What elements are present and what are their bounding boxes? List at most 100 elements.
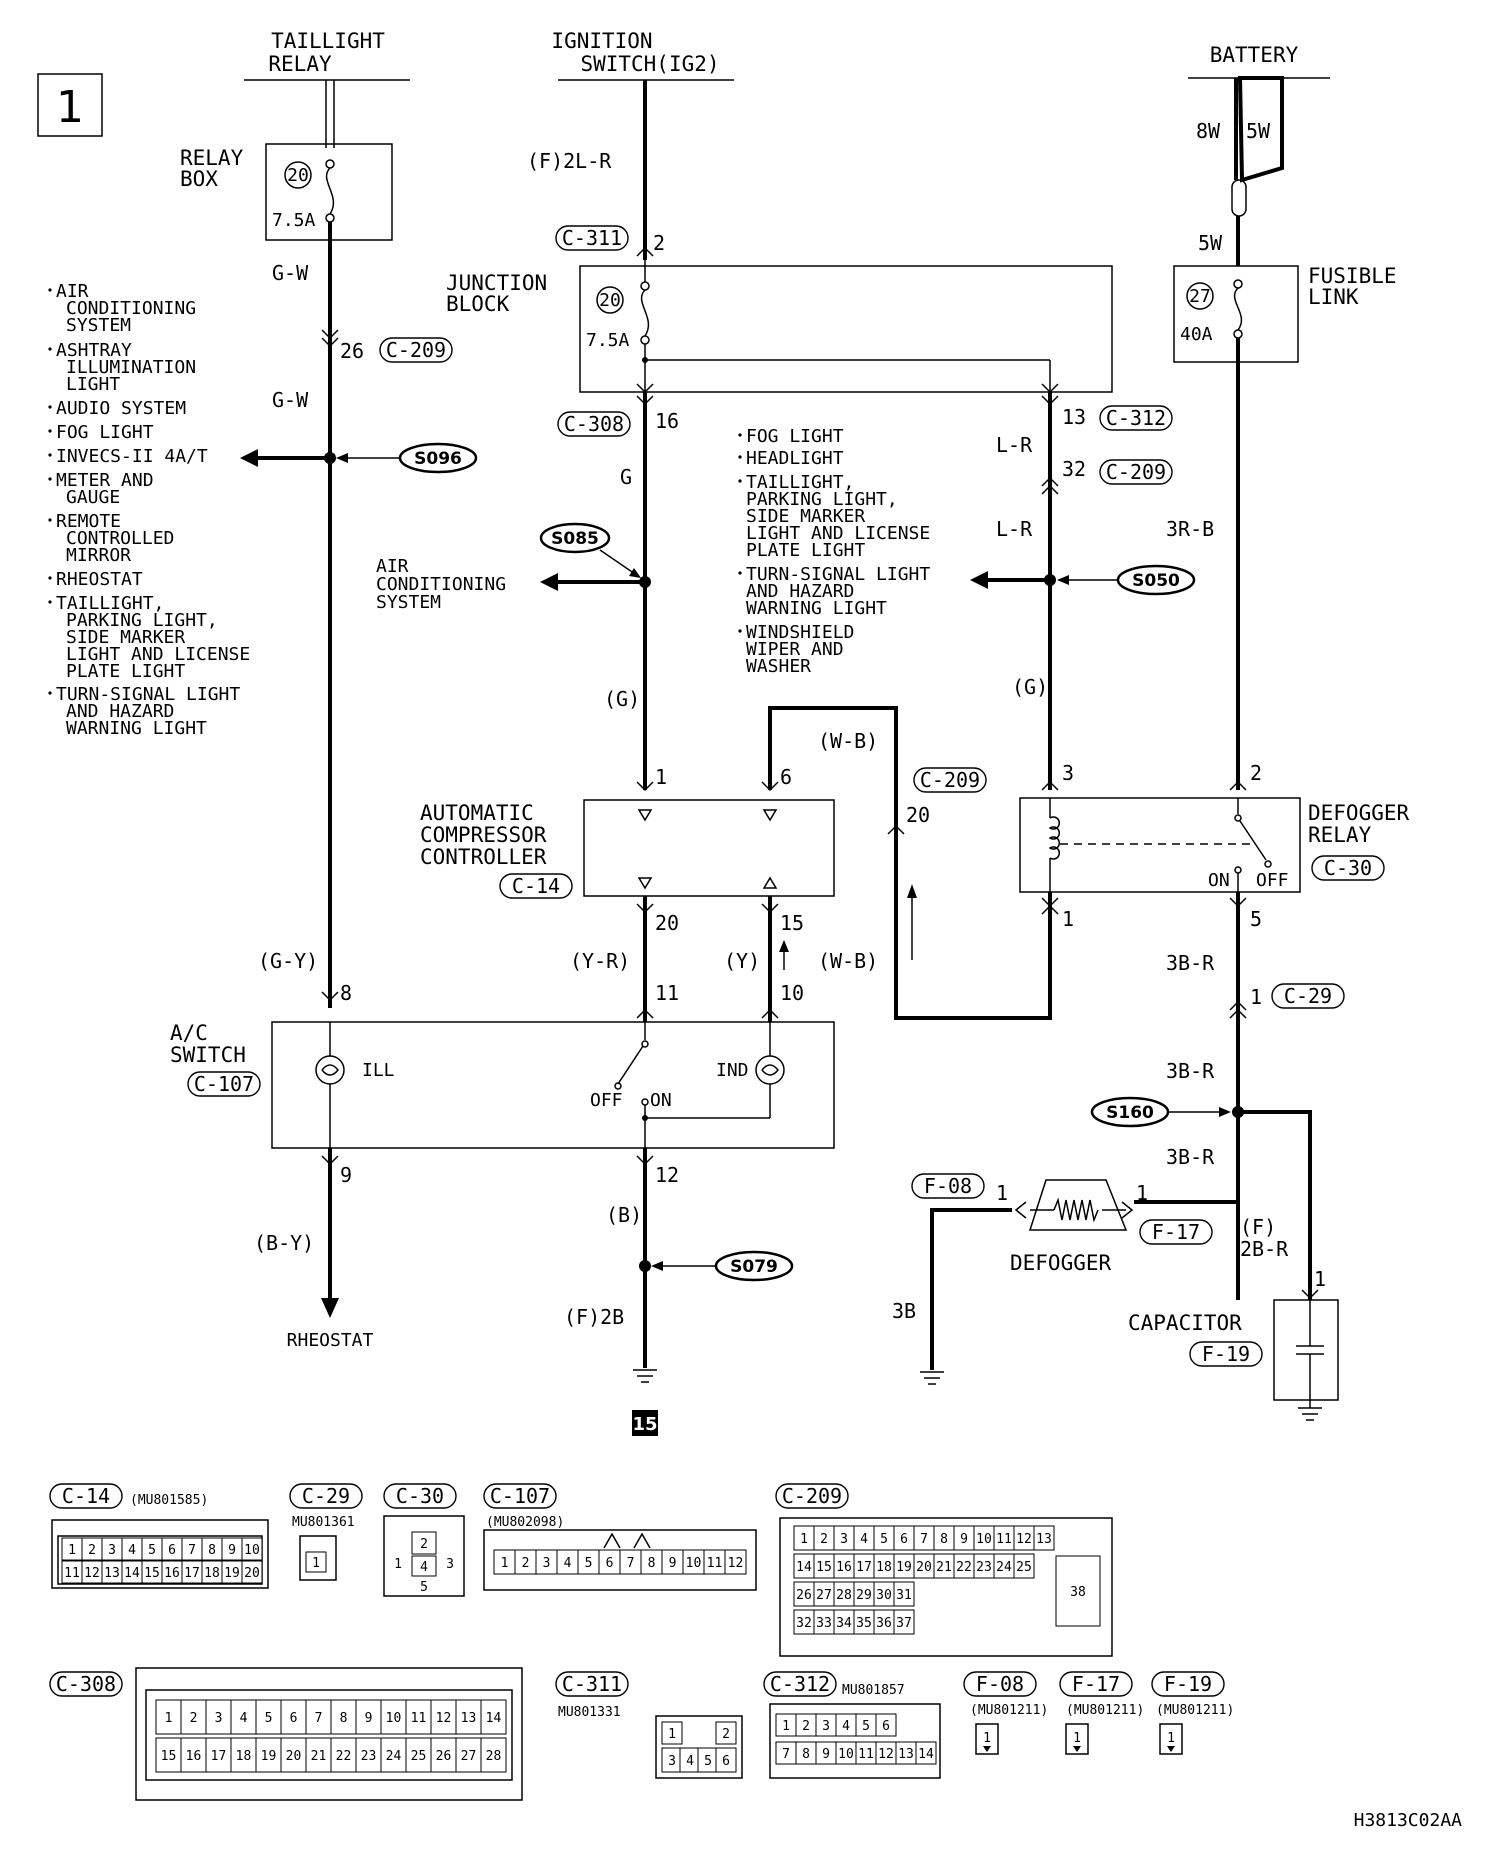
wire-label-f2b: (F)2B xyxy=(564,1305,624,1329)
defogger-relay-label-1: DEFOGGER xyxy=(1308,801,1410,825)
pin-number: 12 xyxy=(728,1556,744,1571)
svg-text:PLATE LIGHT: PLATE LIGHT xyxy=(66,661,185,682)
left-item-1-line-1: AIR xyxy=(56,281,89,302)
wire-label-3br-2: 3B-R xyxy=(1166,1059,1215,1083)
wb-loop: 6 (W-B) C-209 20 xyxy=(761,706,1059,1020)
compressor-controller: AUTOMATIC COMPRESSOR CONTROLLER C-14 20 … xyxy=(420,799,878,1022)
on-label: ON xyxy=(650,1090,672,1111)
pin-cell xyxy=(241,1537,263,1561)
fuse-icon xyxy=(1233,287,1243,331)
ground-icon xyxy=(633,1369,657,1383)
pin-number: 16 xyxy=(186,1749,202,1764)
pin-cell xyxy=(405,1737,432,1773)
pin-6-acc: 6 xyxy=(780,765,792,789)
pin-number: 9 xyxy=(960,1532,968,1547)
pin-number: 14 xyxy=(918,1747,934,1762)
svg-text:WARNING LIGHT: WARNING LIGHT xyxy=(746,598,887,619)
pin-number: 11 xyxy=(411,1711,427,1726)
pin-number: 16 xyxy=(836,1560,852,1575)
ignition-switch-label-1: IGNITION xyxy=(551,29,652,53)
pin-number: 28 xyxy=(486,1749,502,1764)
connector-c312: C-312 xyxy=(1106,406,1166,430)
connector-c209-a: C-209 xyxy=(386,338,446,362)
pin-number: 33 xyxy=(816,1616,832,1631)
pin-number: 4 xyxy=(860,1532,868,1547)
pin-number: 4 xyxy=(564,1556,572,1571)
pin-1-c29: 1 xyxy=(1250,985,1262,1009)
pin-number: 35 xyxy=(856,1616,872,1631)
svg-text:SYSTEM: SYSTEM xyxy=(66,315,131,336)
connector-view-c30: C-30 2 1 4 3 5 xyxy=(383,1483,465,1597)
pin-number: 25 xyxy=(1016,1560,1032,1575)
pin-number: 6 xyxy=(168,1543,176,1558)
svg-text:LIGHT: LIGHT xyxy=(66,374,120,395)
pin-number: 14 xyxy=(124,1566,140,1581)
left-item-4: FOG LIGHT xyxy=(56,422,154,443)
pin-number: 11 xyxy=(707,1556,723,1571)
ill-label: ILL xyxy=(362,1060,395,1081)
pin-number: 3 xyxy=(215,1711,223,1726)
pin-number: 10 xyxy=(386,1711,402,1726)
taillight-relay-label-1: TAILLIGHT xyxy=(271,29,385,53)
pin-number: 1 xyxy=(68,1543,76,1558)
svg-text:MU801857: MU801857 xyxy=(842,1683,905,1698)
pin-cell xyxy=(1033,1525,1055,1551)
pin-2-relay: 2 xyxy=(1250,761,1262,785)
pin-number: 13 xyxy=(1036,1532,1052,1547)
wire-label-f2br-1: (F) xyxy=(1240,1215,1276,1239)
pin-number: 1 xyxy=(501,1556,509,1571)
pin-number: 12 xyxy=(1016,1532,1032,1547)
fusible-link-number: 27 xyxy=(1189,286,1211,307)
wire-label-f2lr: (F)2L-R xyxy=(527,149,612,173)
svg-text:C-29: C-29 xyxy=(302,1484,350,1508)
svg-text:WIPER AND: WIPER AND xyxy=(746,639,844,660)
svg-text:(MU801211): (MU801211) xyxy=(1066,1703,1144,1718)
splice-s085: S085 xyxy=(551,529,599,549)
pin-number: 3 xyxy=(108,1543,116,1558)
pin-cell xyxy=(380,1737,407,1773)
connector-c14: C-14 xyxy=(512,874,560,898)
ind-label: IND xyxy=(716,1060,749,1081)
pin-number: 7 xyxy=(920,1532,928,1547)
splice-s050: S050 xyxy=(1132,571,1180,591)
fuse-icon xyxy=(640,289,650,337)
connector-view-c209: C-209 xyxy=(775,1483,1113,1657)
pin-number: 18 xyxy=(876,1560,892,1575)
wire-label-g: G xyxy=(620,465,632,489)
column-taillight: G-W 26 C-209 G-W S096 (G-Y) 8 xyxy=(240,222,478,1008)
fusible-link-label-2: LINK xyxy=(1308,285,1359,309)
svg-text:F-08: F-08 xyxy=(976,1672,1024,1696)
defogger: F-08 1 1 DEFOGGER F-17 3B xyxy=(892,1173,1240,1385)
svg-text:PLATE LIGHT: PLATE LIGHT xyxy=(746,540,865,561)
relay-box-label-1: RELAY xyxy=(180,146,244,170)
wire-label-gy: (G-Y) xyxy=(258,949,318,973)
pin-20-acc: 20 xyxy=(655,911,679,935)
left-item-8: RHEOSTAT xyxy=(56,569,143,590)
left-list: AIR CONDITIONING SYSTEM ASHTRAY ILLUMINA… xyxy=(48,281,250,739)
pin-26: 26 xyxy=(340,339,364,363)
svg-text:LIGHT AND LICENSE: LIGHT AND LICENSE xyxy=(746,523,930,544)
wire-label-g-paren: (G) xyxy=(604,687,640,711)
pin-8: 8 xyxy=(340,981,352,1005)
pin-number: 16 xyxy=(164,1566,180,1581)
pin-number: 37 xyxy=(896,1616,912,1631)
ground-point-badge xyxy=(632,1410,658,1436)
pin-number: 10 xyxy=(686,1556,702,1571)
wire-label-lr-1: L-R xyxy=(996,433,1033,457)
svg-text:2: 2 xyxy=(420,1537,428,1552)
svg-text:C-312: C-312 xyxy=(770,1672,830,1696)
pin-cell xyxy=(180,1699,207,1735)
column-defogger-relay-feed: 13 C-312 L-R 32 C-209 L-R S050 (G) 3 xyxy=(970,392,1196,791)
svg-text:6: 6 xyxy=(722,1754,730,1769)
page-number-box: 1 xyxy=(37,73,103,137)
pin-number: 32 xyxy=(796,1616,812,1631)
pin-number: 20 xyxy=(286,1749,302,1764)
svg-text:ILLUMINATION: ILLUMINATION xyxy=(66,357,196,378)
connector-view-c29: C-29 MU801361 1 xyxy=(289,1483,363,1581)
mid-label-3: SYSTEM xyxy=(376,592,441,613)
pin-cell xyxy=(180,1737,207,1773)
